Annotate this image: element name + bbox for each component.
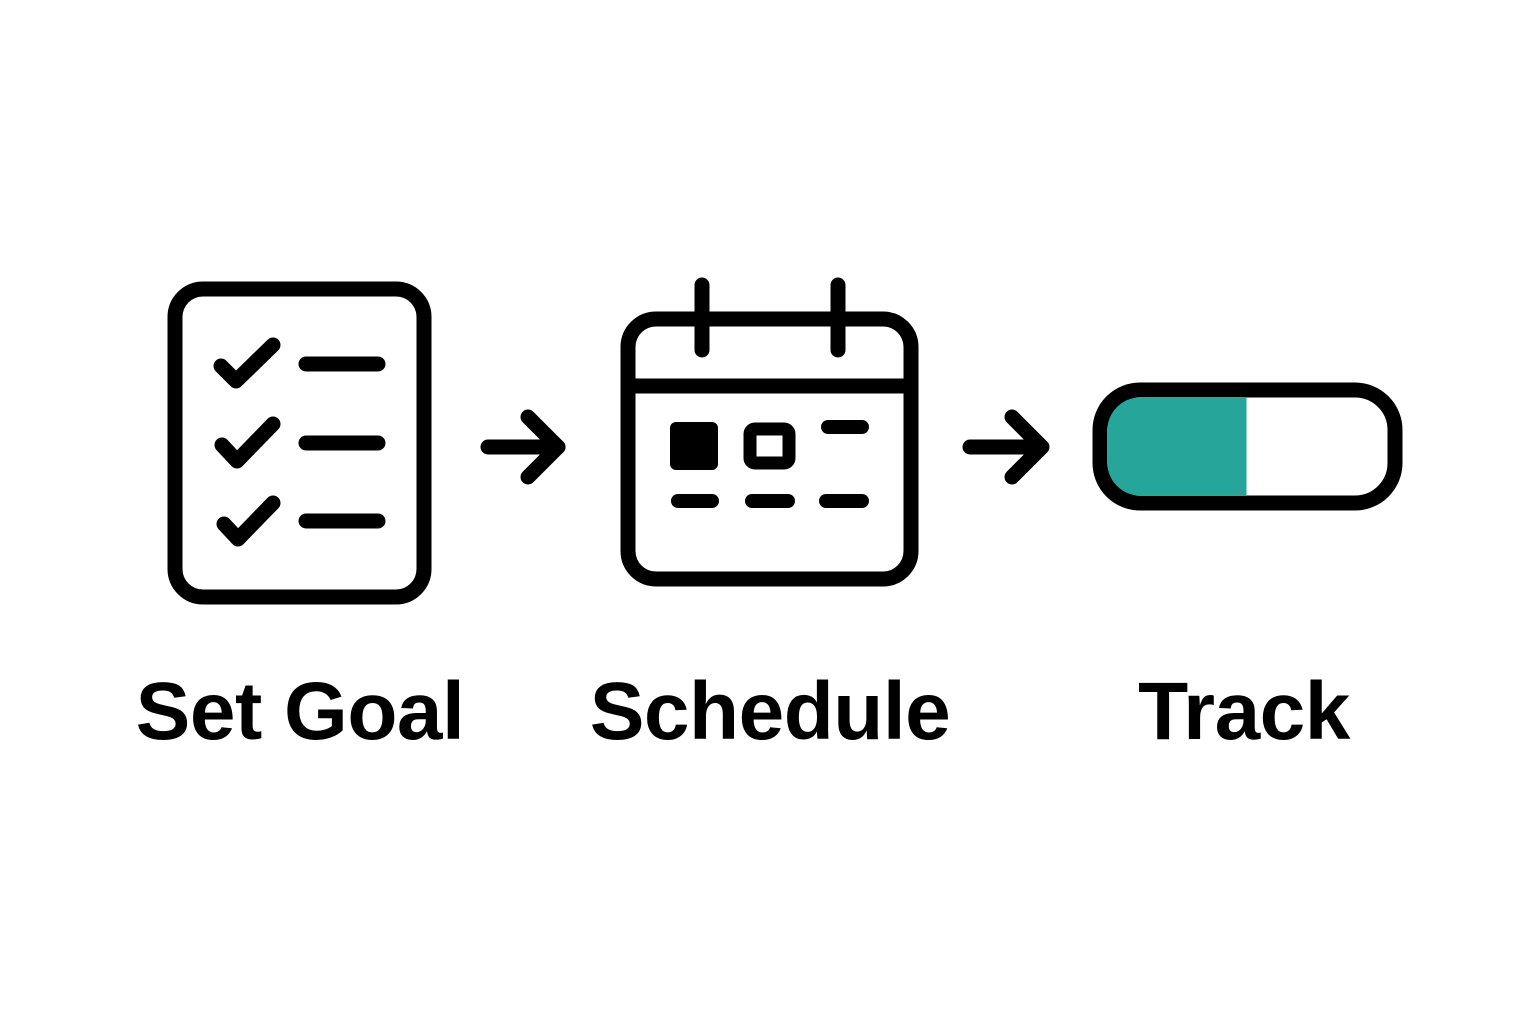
checklist-icon (167, 281, 432, 605)
step-label-set-goal: Set Goal (135, 666, 465, 757)
checklist-document-outline (167, 281, 432, 605)
arrow-right-icon (962, 409, 1050, 485)
check-mark-3 (216, 495, 281, 547)
calendar-day-filled (670, 422, 718, 470)
calendar-icon (620, 277, 919, 587)
calendar-day-outlined (743, 422, 796, 470)
calendar-outline (620, 311, 919, 587)
progress-bar-fill (1108, 398, 1248, 495)
check-mark-2 (214, 416, 281, 469)
arrow-right-icon (480, 409, 566, 485)
check-mark-1 (213, 337, 281, 389)
step-label-schedule: Schedule (589, 666, 951, 757)
progress-bar-icon (1092, 382, 1403, 511)
step-label-track: Track (1138, 666, 1350, 757)
progress-bar-outline (1092, 382, 1403, 511)
